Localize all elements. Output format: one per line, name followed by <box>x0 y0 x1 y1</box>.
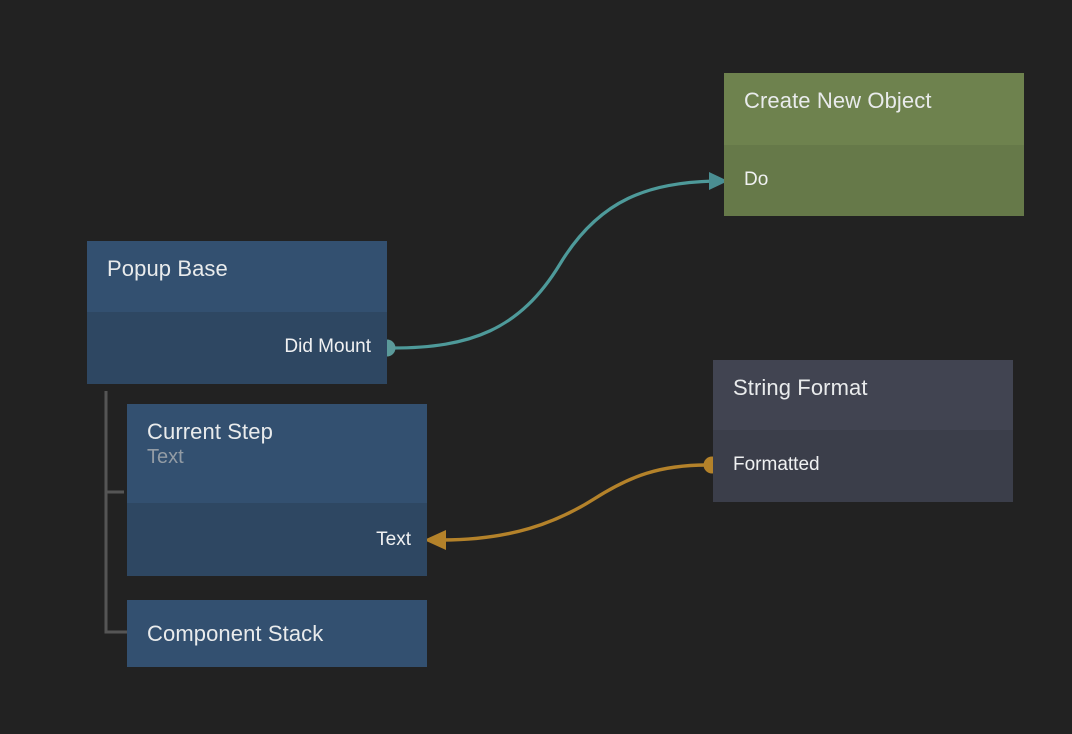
node-popup-base-header[interactable]: Popup Base <box>87 241 387 312</box>
port-current-step-text[interactable]: Text <box>127 527 427 553</box>
data-edge-curve[interactable] <box>440 463 709 542</box>
node-create-new-object-body[interactable]: Do <box>724 145 1024 216</box>
data-edge-arrowhead <box>424 530 446 550</box>
node-component-stack-header[interactable]: Component Stack <box>127 600 427 667</box>
port-do[interactable]: Do <box>724 167 1024 193</box>
node-popup-base-body[interactable]: Did Mount <box>87 312 387 384</box>
node-create-new-object[interactable]: Create New Object Do <box>724 73 1024 216</box>
tree-trunk-line <box>104 391 127 634</box>
exec-edge[interactable] <box>378 172 729 357</box>
node-string-format[interactable]: String Format Formatted <box>713 360 1013 502</box>
exec-edge-arrowhead <box>709 172 728 190</box>
node-popup-base-title: Popup Base <box>107 256 228 281</box>
tree-connector <box>104 391 127 634</box>
node-popup-base[interactable]: Popup Base Did Mount <box>87 241 387 384</box>
port-formatted-label: Formatted <box>733 454 820 475</box>
node-string-format-body[interactable]: Formatted <box>713 430 1013 502</box>
exec-edge-curve[interactable] <box>390 179 716 350</box>
node-current-step-header[interactable]: Current Step Text <box>127 404 427 503</box>
node-current-step[interactable]: Current Step Text Text <box>127 404 427 576</box>
node-string-format-header[interactable]: String Format <box>713 360 1013 430</box>
node-create-new-object-header[interactable]: Create New Object <box>724 73 1024 145</box>
port-formatted[interactable]: Formatted <box>713 452 1013 478</box>
node-component-stack-title: Component Stack <box>147 621 324 646</box>
node-create-new-object-title: Create New Object <box>744 88 932 113</box>
node-current-step-title: Current Step <box>147 419 273 444</box>
node-string-format-title: String Format <box>733 375 868 400</box>
port-current-step-text-label: Text <box>376 529 411 550</box>
port-do-label: Do <box>744 169 769 190</box>
node-current-step-subtitle: Text <box>147 446 184 468</box>
port-did-mount-label: Did Mount <box>284 336 371 357</box>
node-current-step-body[interactable]: Text <box>127 503 427 576</box>
port-did-mount[interactable]: Did Mount <box>87 334 387 360</box>
node-component-stack[interactable]: Component Stack <box>127 600 427 667</box>
data-edge[interactable] <box>424 456 721 551</box>
